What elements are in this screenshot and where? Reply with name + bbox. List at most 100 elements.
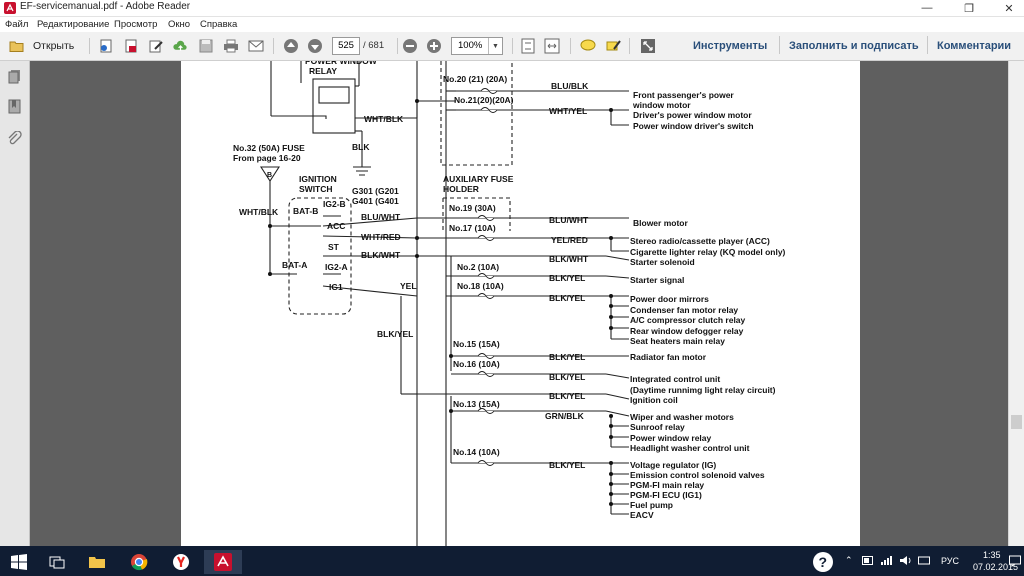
notifications-icon[interactable] bbox=[1009, 555, 1021, 567]
toolbar-separator bbox=[273, 38, 274, 54]
fit-width-icon[interactable] bbox=[543, 38, 560, 54]
print-icon[interactable] bbox=[222, 38, 239, 54]
toolbar: Открыть bbox=[0, 32, 1024, 61]
edit-pdf-icon[interactable] bbox=[147, 38, 164, 54]
from-page-label: From page 16-20 bbox=[233, 153, 301, 163]
tab-tools[interactable]: Инструменты bbox=[693, 40, 768, 52]
yandex-browser-icon[interactable] bbox=[162, 550, 200, 574]
load-label: Seat heaters main relay bbox=[630, 336, 725, 346]
fuse-17: No.17 (10A) bbox=[449, 223, 496, 233]
load-label: Power window relay bbox=[630, 433, 712, 443]
email-icon[interactable] bbox=[247, 38, 264, 54]
input-language[interactable]: РУС bbox=[941, 556, 960, 566]
task-view-icon[interactable] bbox=[38, 550, 76, 574]
highlight-icon[interactable] bbox=[604, 38, 621, 54]
clock-time[interactable]: 1:35 bbox=[983, 550, 1001, 560]
battery-icon[interactable] bbox=[862, 556, 874, 565]
wire-blk-wht-in: BLK/WHT bbox=[361, 250, 401, 260]
create-pdf-icon[interactable] bbox=[97, 38, 114, 54]
file-explorer-icon[interactable] bbox=[78, 550, 116, 574]
export-pdf-icon[interactable] bbox=[122, 38, 139, 54]
wire-blk-ground: BLK bbox=[352, 142, 370, 152]
load-label: Ignition coil bbox=[630, 395, 678, 405]
toolbar-separator bbox=[570, 38, 571, 54]
load-label: PGM-FI ECU (IG1) bbox=[630, 490, 702, 500]
load-label: A/C compressor clutch relay bbox=[630, 315, 746, 325]
fullscreen-icon[interactable] bbox=[639, 38, 656, 54]
vertical-scrollbar[interactable] bbox=[1008, 61, 1024, 546]
zoom-select[interactable]: 100% ▼ bbox=[451, 37, 503, 55]
zoom-value: 100% bbox=[458, 40, 483, 51]
tab-fill-sign[interactable]: Заполнить и подписать bbox=[789, 40, 919, 52]
tray-expand-icon[interactable]: ⌃ bbox=[845, 555, 853, 565]
scrollbar-thumb[interactable] bbox=[1011, 415, 1022, 429]
open-label[interactable]: Открыть bbox=[33, 40, 75, 52]
output-wire: GRN/BLK bbox=[545, 411, 585, 421]
comment-icon[interactable] bbox=[579, 38, 596, 54]
fit-page-icon[interactable] bbox=[519, 38, 536, 54]
taskbar: ? ⌃ РУС 1:35 07.02.2015 bbox=[0, 546, 1024, 576]
keyboard-icon[interactable] bbox=[918, 555, 930, 566]
close-button[interactable]: ✕ bbox=[1004, 2, 1014, 15]
fuse-19: No.19 (30A) bbox=[449, 203, 496, 213]
tab-comments[interactable]: Комментарии bbox=[937, 40, 1012, 52]
menu-window[interactable]: Окно bbox=[168, 19, 191, 30]
attachment-icon[interactable] bbox=[7, 131, 22, 146]
load-label: Headlight washer control unit bbox=[630, 443, 750, 453]
load-label: Fuel pump bbox=[630, 500, 673, 510]
page-thumbnails-icon[interactable] bbox=[7, 69, 22, 84]
maximize-button[interactable]: ❐ bbox=[964, 2, 974, 15]
network-icon[interactable] bbox=[880, 555, 892, 566]
adobe-reader-task-icon[interactable] bbox=[204, 550, 242, 574]
load-label: window motor bbox=[632, 100, 691, 110]
fuse-15: No.15 (15A) bbox=[453, 339, 500, 349]
load-label: Integrated control unit bbox=[630, 374, 720, 384]
bookmark-icon[interactable] bbox=[7, 99, 22, 114]
clock-date[interactable]: 07.02.2015 bbox=[973, 562, 1019, 572]
chevron-down-icon[interactable]: ▼ bbox=[488, 38, 502, 54]
help-icon[interactable]: ? bbox=[804, 550, 842, 574]
minimize-button[interactable]: — bbox=[921, 2, 933, 14]
navigation-panel bbox=[0, 61, 30, 546]
save-icon[interactable] bbox=[197, 38, 214, 54]
load-label: Cigarette lighter relay (KQ model only) bbox=[630, 247, 786, 257]
output-wire: WHT/YEL bbox=[549, 106, 587, 116]
ignition-label-1: IGNITION bbox=[299, 174, 337, 184]
windows-start-icon[interactable] bbox=[0, 550, 38, 574]
fuse-14: No.14 (10A) bbox=[453, 447, 500, 457]
load-label: Condenser fan motor relay bbox=[630, 305, 738, 315]
page-down-icon[interactable] bbox=[306, 38, 323, 54]
terminal-bat-b: BAT-B bbox=[293, 206, 318, 216]
output-wire: BLK/YEL bbox=[549, 391, 585, 401]
menu-file[interactable]: Файл bbox=[5, 19, 29, 30]
terminal-ig1: IG1 bbox=[329, 282, 343, 292]
svg-text:?: ? bbox=[819, 554, 828, 570]
zoom-out-icon[interactable] bbox=[401, 38, 418, 54]
toolbar-separator bbox=[89, 38, 90, 54]
wire-blk-yel-in: BLK/YEL bbox=[377, 329, 413, 339]
cloud-upload-icon[interactable] bbox=[172, 38, 189, 54]
output-wire: BLK/YEL bbox=[549, 372, 585, 382]
open-folder-icon[interactable] bbox=[8, 38, 25, 54]
load-label: Starter solenoid bbox=[630, 257, 695, 267]
zoom-in-icon[interactable] bbox=[425, 38, 442, 54]
page-total: / 681 bbox=[363, 40, 385, 51]
ground-label-2: G401 (G401 bbox=[352, 196, 399, 206]
ground-label-1: G301 (G201 bbox=[352, 186, 399, 196]
relay-label-line2: RELAY bbox=[309, 66, 337, 76]
load-label: Sunroof relay bbox=[630, 422, 685, 432]
output-wire: BLK/YEL bbox=[549, 352, 585, 362]
volume-icon[interactable] bbox=[899, 555, 913, 566]
page-number-input[interactable] bbox=[332, 37, 360, 55]
tab-separator bbox=[927, 36, 928, 54]
load-label: Emission control solenoid valves bbox=[630, 470, 765, 480]
menu-view[interactable]: Просмотр bbox=[114, 19, 158, 30]
load-label: Wiper and washer motors bbox=[630, 412, 734, 422]
menu-edit[interactable]: Редактирование bbox=[37, 19, 110, 30]
page-up-icon[interactable] bbox=[282, 38, 299, 54]
menu-help[interactable]: Справка bbox=[200, 19, 238, 30]
wire-blu-wht-in: BLU/WHT bbox=[361, 212, 401, 222]
chrome-icon[interactable] bbox=[120, 550, 158, 574]
